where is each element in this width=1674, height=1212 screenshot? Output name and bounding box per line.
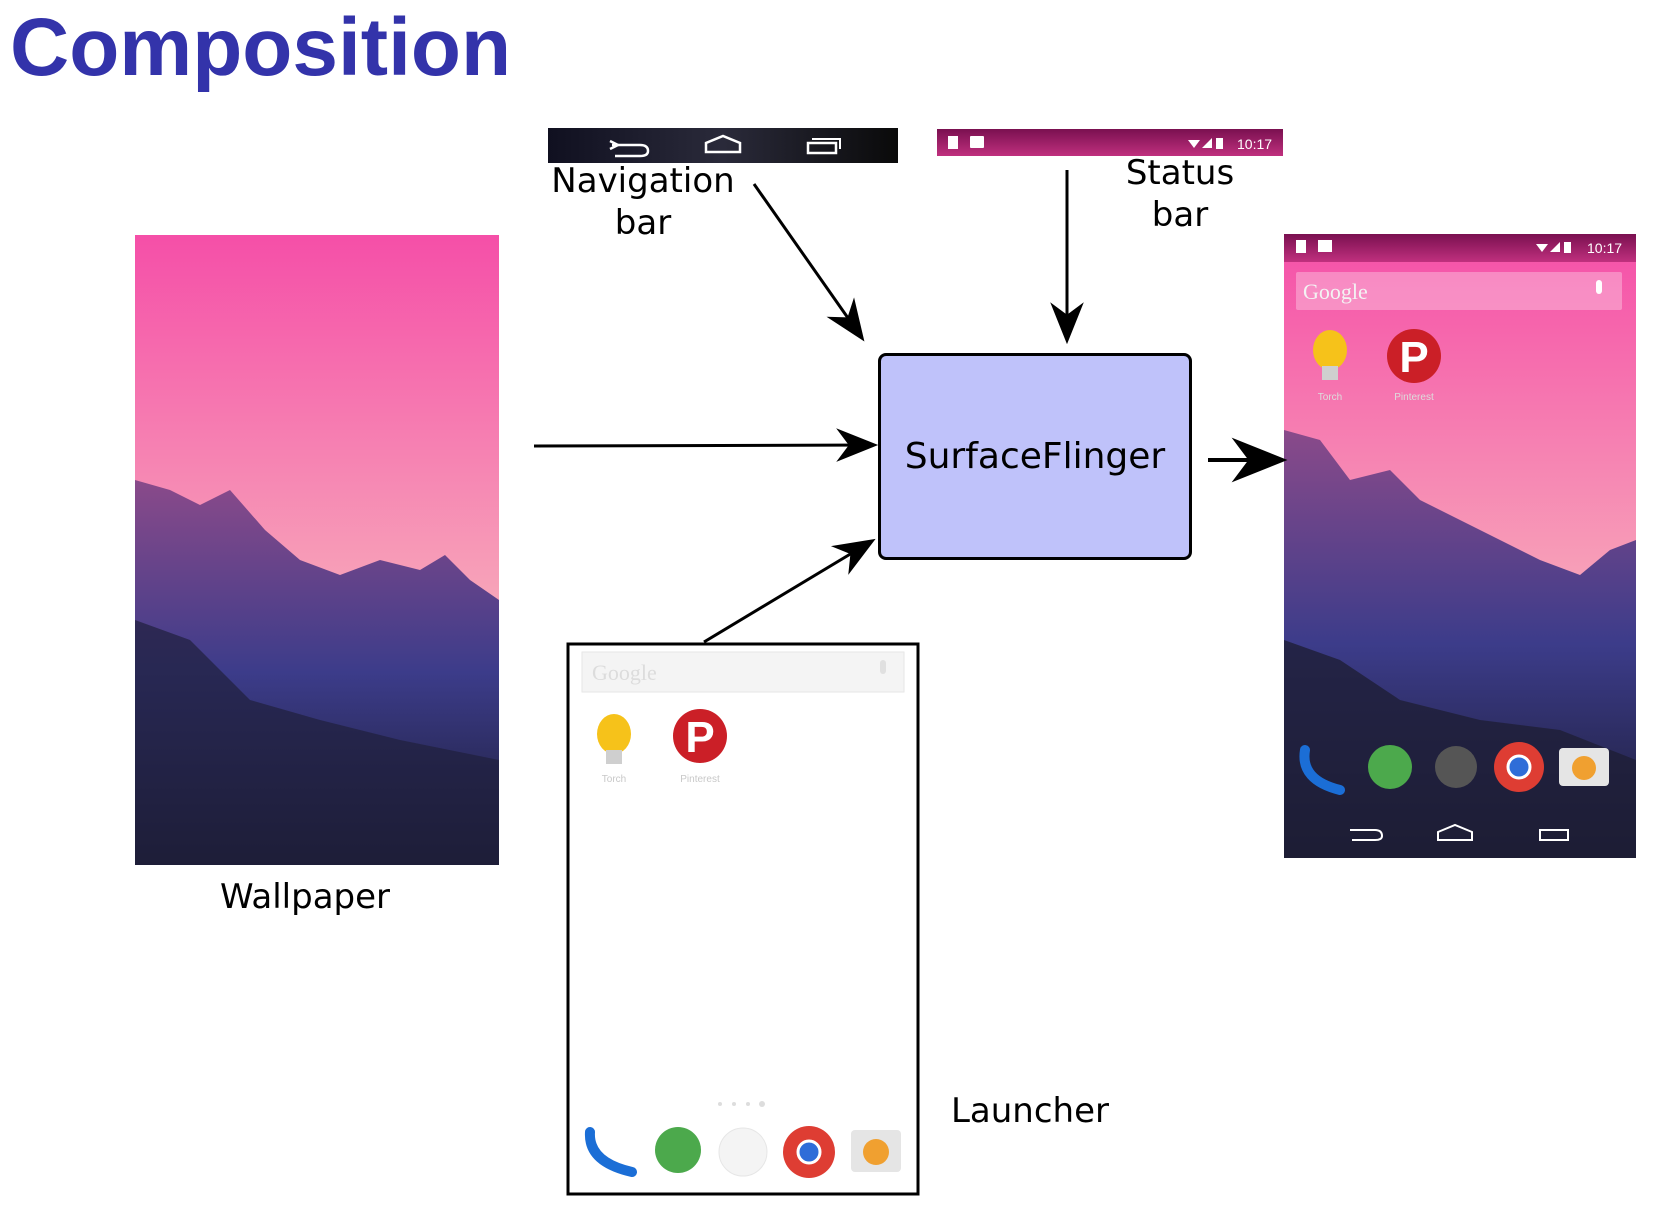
navigation-bar-label: Navigation bar	[533, 160, 753, 244]
torch-icon	[597, 714, 631, 754]
wallpaper-label: Wallpaper	[219, 877, 391, 917]
arrows	[533, 170, 1288, 644]
svg-text:P: P	[1399, 333, 1428, 382]
recents-icon	[806, 141, 838, 155]
pinterest-icon	[673, 709, 727, 763]
signal-icon	[1202, 138, 1212, 148]
back-icon	[612, 143, 650, 158]
result-status-time: 10:17	[1587, 240, 1622, 256]
page-title: Composition	[10, 2, 512, 93]
navigation-bar-label-line: bar	[614, 203, 672, 243]
launcher-label: Launcher	[950, 1091, 1109, 1131]
app-drawer-icon	[1435, 746, 1477, 788]
wallpaper-image	[135, 235, 499, 865]
battery-icon	[1216, 138, 1223, 149]
status-bar-label-line: Status	[1125, 153, 1235, 193]
result-app-label: Torch	[1318, 392, 1342, 403]
arrow-launcher-to-surfaceflinger	[703, 538, 876, 644]
app-drawer-icon	[718, 1127, 768, 1177]
surfaceflinger-box: SurfaceFlinger	[878, 353, 1192, 560]
composited-screen: P	[1284, 234, 1636, 858]
launcher-app-label: Torch	[602, 774, 626, 785]
phone-icon	[584, 1127, 637, 1177]
svg-text:P: P	[685, 713, 714, 762]
status-bar-time: 10:17	[1237, 136, 1272, 152]
hangouts-icon	[655, 1127, 701, 1173]
phone-icon	[1299, 745, 1345, 795]
arrow-wallpaper-to-surfaceflinger	[533, 428, 879, 462]
navigation-bar-label-line: Navigation	[551, 161, 735, 201]
result-search-placeholder: Google	[1303, 279, 1368, 304]
mic-icon	[1596, 280, 1602, 294]
launcher-app-label: Pinterest	[680, 774, 720, 785]
wifi-icon	[1188, 140, 1200, 148]
result-app-label: Pinterest	[1394, 392, 1434, 403]
status-bar-label-line: bar	[1151, 195, 1209, 235]
torch-icon	[1313, 330, 1347, 370]
surfaceflinger-label: SurfaceFlinger	[904, 436, 1166, 477]
launcher-screen: P	[566, 642, 920, 1196]
arrow-navigation-to-surfaceflinger	[752, 183, 865, 342]
hangouts-icon	[1368, 745, 1412, 789]
status-bar-image	[937, 129, 1283, 156]
pinterest-icon	[1387, 329, 1441, 383]
home-icon	[704, 134, 742, 154]
navigation-bar-image	[548, 128, 898, 163]
status-bar-label: Status bar	[1100, 152, 1260, 236]
launcher-search-placeholder: Google	[592, 660, 657, 685]
